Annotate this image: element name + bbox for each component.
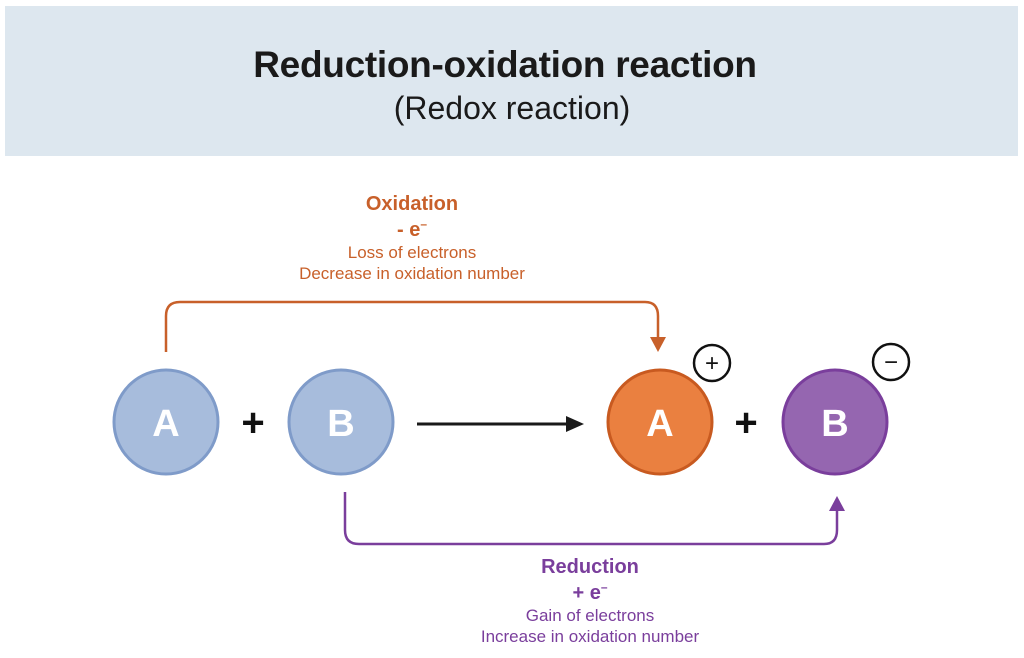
product-a-circle	[606, 368, 714, 476]
reduction-title: Reduction	[541, 556, 639, 578]
header-banner: Reduction-oxidation reaction (Redox reac…	[5, 6, 1018, 156]
oxidation-electron: - e–	[262, 218, 562, 240]
negative-charge-badge	[871, 342, 911, 382]
reduction-line-1: Gain of electrons	[525, 606, 655, 625]
page-subtitle: (Redox reaction)	[393, 90, 631, 126]
oxidation-arrowhead	[650, 337, 666, 352]
oxidation-line-2: Decrease in oxidation number	[299, 264, 525, 283]
negative-charge-sign: −	[884, 349, 898, 376]
reduction-electron-sup: –	[600, 580, 608, 594]
reactant-b-circle	[287, 368, 395, 476]
positive-charge-badge	[692, 343, 732, 383]
reduction-arrow	[343, 492, 839, 546]
positive-charge-sign: +	[705, 350, 719, 377]
product-plus-sign: +	[734, 401, 757, 445]
product-a-label: A	[646, 403, 673, 445]
reduction-line-2: Increase in oxidation number	[480, 627, 700, 646]
reactant-a-label: A	[152, 403, 179, 445]
oxidation-line-1: Loss of electrons	[347, 243, 477, 262]
oxidation-label-block: Oxidation - e– Loss of electrons Decreas…	[262, 194, 562, 282]
reduction-electron-text: + e	[572, 582, 601, 604]
product-b-label: B	[821, 403, 848, 445]
reaction-arrowhead	[566, 416, 584, 432]
oxidation-title: Oxidation	[365, 193, 459, 215]
reactant-b-label: B	[327, 403, 354, 445]
reactant-plus-sign: +	[241, 401, 264, 445]
reduction-arrowhead	[829, 496, 845, 511]
oxidation-electron-sup: –	[420, 217, 428, 231]
reactant-a-circle	[112, 368, 220, 476]
product-b-circle	[781, 368, 889, 476]
page-title: Reduction-oxidation reaction	[253, 44, 757, 85]
reduction-electron: + e–	[440, 581, 740, 603]
reduction-label-block: Reduction + e– Gain of electrons Increas…	[440, 557, 740, 645]
oxidation-electron-text: - e	[396, 219, 421, 241]
oxidation-arrow	[164, 300, 660, 352]
